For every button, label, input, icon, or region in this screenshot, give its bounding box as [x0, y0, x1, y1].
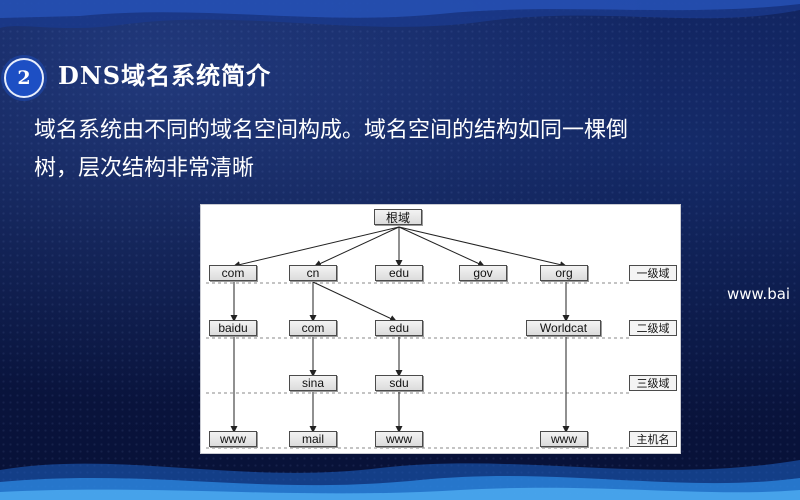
node-level2-worldcat: Worldcat — [526, 320, 601, 336]
node-level1-gov: gov — [459, 265, 507, 281]
node-level1-org: org — [540, 265, 588, 281]
watermark-text: www.bai — [727, 285, 791, 303]
node-level2-edu: edu — [375, 320, 423, 336]
diagram-connectors — [206, 226, 629, 449]
node-level2-baidu: baidu — [209, 320, 257, 336]
node-level3-sina: sina — [289, 375, 337, 391]
dns-hierarchy-diagram: 根域 com cn edu gov org baidu com edu Worl… — [200, 204, 681, 454]
level-label-host: 主机名 — [629, 431, 677, 447]
top-wave-decoration — [0, 0, 800, 29]
level-label-tld: 一级域 — [629, 265, 677, 281]
slide-body-text: 域名系统由不同的域名空间构成。域名空间的结构如同一棵倒 树，层次结构非常清晰 — [34, 112, 800, 188]
slide-title: DNS域名系统简介 — [58, 61, 272, 90]
node-root: 根域 — [374, 209, 422, 225]
node-level3-sdu: sdu — [375, 375, 423, 391]
level-dashed-lines — [206, 282, 629, 449]
node-level2-com: com — [289, 320, 337, 336]
body-line-1: 域名系统由不同的域名空间构成。域名空间的结构如同一棵倒 — [34, 118, 629, 143]
node-host-www-1: www — [209, 431, 257, 447]
node-host-www-3: www — [540, 431, 588, 447]
bottom-wave-decoration — [0, 460, 800, 500]
node-host-www-2: www — [375, 431, 423, 447]
level-label-third: 三级域 — [629, 375, 677, 391]
section-number-badge: 2 — [4, 58, 44, 98]
tree-arrows — [230, 226, 570, 433]
node-level1-com: com — [209, 265, 257, 281]
body-line-2: 树，层次结构非常清晰 — [34, 156, 255, 181]
node-host-mail: mail — [289, 431, 337, 447]
node-level1-edu: edu — [375, 265, 423, 281]
level-label-second: 二级域 — [629, 320, 677, 336]
node-level1-cn: cn — [289, 265, 337, 281]
